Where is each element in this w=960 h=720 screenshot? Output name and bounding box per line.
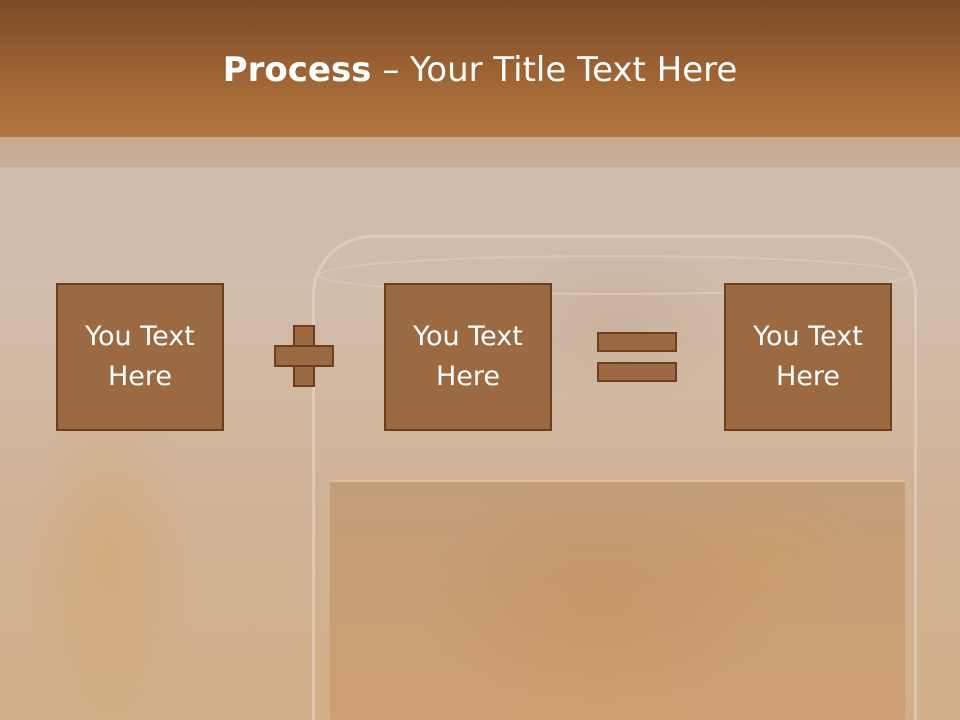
slide-title[interactable]: Process – Your Title Text Here <box>223 53 738 87</box>
process-box-3[interactable]: You Text Here <box>724 283 892 431</box>
title-underbar <box>0 137 960 167</box>
process-box-2[interactable]: You Text Here <box>384 283 552 431</box>
title-bold: Process <box>222 49 372 90</box>
title-rest: – Your Title Text Here <box>371 49 738 90</box>
process-box-1[interactable]: You Text Here <box>56 283 224 431</box>
equals-icon <box>597 332 677 384</box>
process-box-label: You Text Here <box>85 321 195 392</box>
glass-rim <box>318 255 911 295</box>
process-box-label: You Text Here <box>413 321 523 392</box>
process-box-label: You Text Here <box>753 321 863 392</box>
plus-icon <box>274 325 334 387</box>
whisky-liquid <box>330 480 905 720</box>
glass-outline <box>312 235 917 720</box>
title-bar: Process – Your Title Text Here <box>0 0 960 137</box>
